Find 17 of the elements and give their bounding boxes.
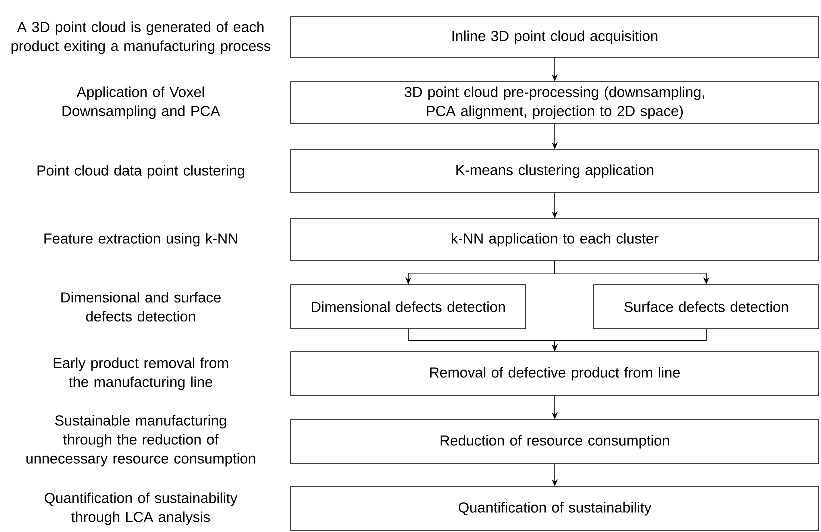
annotation-text: Dimensional and surface defects detection [62, 292, 221, 322]
process-box: Removal of defective product from line [290, 352, 820, 396]
process-box: Surface defects detection [594, 284, 820, 330]
process-box: Reduction of resource consumption [290, 420, 820, 464]
process-box: Inline 3D point cloud acquisition [290, 16, 820, 58]
annotation-text: Point cloud data point clustering [38, 165, 244, 179]
process-box: Dimensional defects detection [290, 284, 526, 330]
annotation-text: A 3D point cloud is generated of each product exiting a manufacturing process [12, 22, 271, 54]
annotation-text: Quantification of sustainability through LCA analysis [44, 492, 238, 526]
annotation-text: Application of Voxel Downsampling and PCA [62, 86, 220, 120]
process-box: Quantification of sustainability [290, 486, 820, 532]
annotation-text: Sustainable manufacturing through the reduction of unnecessary resource consumption [26, 415, 256, 467]
process-box: 3D point cloud pre-processing (downsampling, PCA alignment, projection to 2D space) [290, 82, 820, 124]
process-box: k-NN application to each cluster [290, 218, 820, 262]
annotation-text: Early product removal from the manufacturing line [54, 358, 228, 390]
process-box: K-means clustering application [290, 150, 820, 194]
annotation-text: Feature extraction using k-NN [44, 233, 238, 247]
